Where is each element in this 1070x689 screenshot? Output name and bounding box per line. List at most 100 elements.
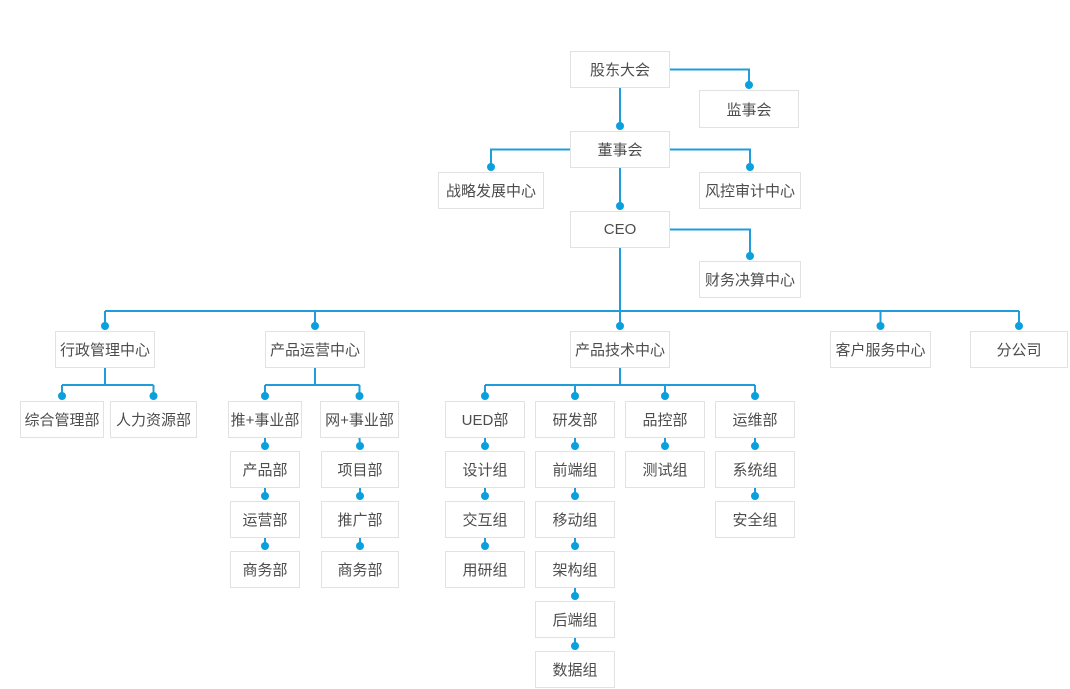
org-node-ceo[interactable]: CEO xyxy=(570,211,670,248)
connector-dot xyxy=(58,392,66,400)
org-node-label: 安全组 xyxy=(732,512,778,529)
connector-line xyxy=(670,148,751,167)
connector-dot xyxy=(149,392,158,400)
org-node-product-technology-center[interactable]: 产品技术中心 xyxy=(570,331,670,368)
org-node-backend-team[interactable]: 后端组 xyxy=(535,601,615,638)
org-node-label: 产品技术中心 xyxy=(574,342,665,359)
org-node-label: 移动组 xyxy=(552,512,598,529)
connector-dot xyxy=(261,392,269,400)
org-node-customer-service-center[interactable]: 客户服务中心 xyxy=(830,331,931,368)
org-node-security-team[interactable]: 安全组 xyxy=(715,501,795,538)
org-node-risk-audit-center[interactable]: 风控审计中心 xyxy=(699,172,801,209)
org-node-board-of-directors[interactable]: 董事会 xyxy=(570,131,670,168)
org-node-quality-control-dept[interactable]: 品控部 xyxy=(625,401,705,438)
org-node-label: 运维部 xyxy=(732,412,778,429)
connector-dot xyxy=(481,392,489,400)
org-node-label: 测试组 xyxy=(642,462,688,479)
org-node-admin-management-center[interactable]: 行政管理中心 xyxy=(55,331,155,368)
org-node-label: 系统组 xyxy=(732,462,778,479)
org-node-label: 品控部 xyxy=(642,412,688,429)
connector-dot xyxy=(616,122,624,130)
org-node-label: CEO xyxy=(603,221,637,238)
org-node-shareholders-meeting[interactable]: 股东大会 xyxy=(570,51,670,88)
org-node-label: 推广部 xyxy=(337,512,383,529)
org-node-strategy-development-center[interactable]: 战略发展中心 xyxy=(438,172,544,209)
connector-dot xyxy=(571,592,579,600)
org-node-data-team[interactable]: 数据组 xyxy=(535,651,615,688)
connector-dot xyxy=(751,392,759,400)
org-node-label: 设计组 xyxy=(462,462,508,479)
connector-line xyxy=(670,228,751,256)
org-node-general-management-dept[interactable]: 综合管理部 xyxy=(20,401,104,438)
org-node-rd-dept[interactable]: 研发部 xyxy=(535,401,615,438)
org-node-wang-business-dept[interactable]: 网+事业部 xyxy=(320,401,399,438)
connector-dot xyxy=(355,392,364,400)
connector-dot xyxy=(481,542,489,550)
org-node-label: 商务部 xyxy=(242,562,288,579)
connector-dot xyxy=(481,442,489,450)
connector-dot xyxy=(571,442,579,450)
org-node-frontend-team[interactable]: 前端组 xyxy=(535,451,615,488)
org-node-label: 交互组 xyxy=(462,512,508,529)
org-node-label: 用研组 xyxy=(462,562,508,579)
connector-dot xyxy=(261,442,269,450)
connector-dot xyxy=(745,81,753,89)
connector-dot xyxy=(746,163,754,171)
org-node-promotion-dept[interactable]: 推广部 xyxy=(321,501,399,538)
connector-dot xyxy=(751,492,759,500)
org-node-system-team[interactable]: 系统组 xyxy=(715,451,795,488)
org-node-label: 商务部 xyxy=(337,562,383,579)
org-node-label: 架构组 xyxy=(552,562,598,579)
connector-dot xyxy=(571,392,579,400)
connector-dot xyxy=(481,492,489,500)
org-node-financial-settlement-center[interactable]: 财务决算中心 xyxy=(699,261,801,298)
org-node-human-resources-dept[interactable]: 人力资源部 xyxy=(110,401,197,438)
org-node-label: 网+事业部 xyxy=(325,412,394,429)
org-node-product-dept[interactable]: 产品部 xyxy=(230,451,300,488)
org-node-label: 项目部 xyxy=(337,462,383,479)
connector-dot xyxy=(1015,322,1023,330)
org-node-label: 推+事业部 xyxy=(230,412,300,429)
org-node-tui-business-dept[interactable]: 推+事业部 xyxy=(228,401,302,438)
org-node-label: 研发部 xyxy=(552,412,598,429)
connector-dot xyxy=(751,442,759,450)
org-node-testing-team[interactable]: 测试组 xyxy=(625,451,705,488)
connector-dot xyxy=(311,322,319,330)
org-node-user-research-team[interactable]: 用研组 xyxy=(445,551,525,588)
org-node-operation-dept[interactable]: 运营部 xyxy=(230,501,300,538)
org-node-interaction-team[interactable]: 交互组 xyxy=(445,501,525,538)
connector-dot xyxy=(487,163,495,171)
org-node-label: 产品部 xyxy=(242,462,288,479)
org-node-business-dept-wang[interactable]: 商务部 xyxy=(321,551,399,588)
org-node-ued-dept[interactable]: UED部 xyxy=(445,401,525,438)
connector-line xyxy=(490,148,570,167)
org-node-product-operation-center[interactable]: 产品运营中心 xyxy=(265,331,365,368)
org-node-design-team[interactable]: 设计组 xyxy=(445,451,525,488)
org-node-label: 分公司 xyxy=(996,342,1042,359)
org-node-branch-company[interactable]: 分公司 xyxy=(970,331,1068,368)
org-node-supervisory-board[interactable]: 监事会 xyxy=(699,90,799,128)
org-node-ops-dept[interactable]: 运维部 xyxy=(715,401,795,438)
org-node-project-dept[interactable]: 项目部 xyxy=(321,451,399,488)
org-node-label: 股东大会 xyxy=(589,62,650,79)
org-node-mobile-team[interactable]: 移动组 xyxy=(535,501,615,538)
org-node-architecture-team[interactable]: 架构组 xyxy=(535,551,615,588)
org-node-label: 风控审计中心 xyxy=(704,183,795,200)
connector-line xyxy=(670,68,750,85)
org-node-label: 客户服务中心 xyxy=(835,342,926,359)
connector-dot xyxy=(261,492,269,500)
org-node-label: 数据组 xyxy=(552,662,598,679)
connector-dot xyxy=(746,252,754,260)
org-node-label: 后端组 xyxy=(552,612,598,629)
connector-dot xyxy=(356,492,364,500)
connector-dot xyxy=(616,202,624,210)
connector-dot xyxy=(101,322,109,330)
org-node-business-dept-tui[interactable]: 商务部 xyxy=(230,551,300,588)
org-node-label: 人力资源部 xyxy=(115,412,191,429)
connector-dot xyxy=(571,492,579,500)
connector-dot xyxy=(356,542,364,550)
org-node-label: 行政管理中心 xyxy=(59,342,150,359)
org-node-label: UED部 xyxy=(461,412,509,429)
